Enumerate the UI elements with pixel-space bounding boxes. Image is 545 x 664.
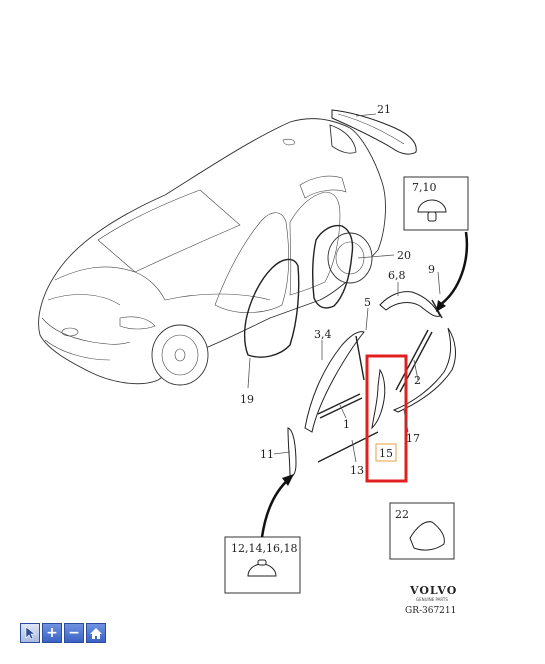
callout-11: 11: [260, 448, 274, 461]
callout-21: 21: [377, 103, 391, 116]
callout-22: 22: [395, 508, 409, 521]
door-strips: [287, 291, 456, 477]
callout-6-8: 6,8: [388, 269, 406, 282]
highlight-box: [365, 354, 408, 483]
clip-detail-7-10: [403, 176, 469, 312]
callout-7-10: 7,10: [412, 181, 437, 194]
callout-5: 5: [364, 296, 371, 309]
callout-2: 2: [414, 374, 421, 387]
brand-block: VOLVO GENUINE PARTS GR-367211: [405, 584, 457, 616]
callout-13: 13: [350, 464, 364, 477]
callout-15: 15: [379, 447, 393, 460]
volvo-logo-text: VOLVO: [409, 584, 457, 597]
callout-17: 17: [406, 432, 420, 445]
volvo-logo-subtext: GENUINE PARTS: [416, 597, 448, 602]
callout-3-4: 3,4: [314, 328, 332, 341]
callout-20: 20: [397, 249, 411, 262]
viewer-toolbar: + −: [20, 623, 106, 643]
roof-moulding-part: [331, 109, 417, 155]
rear-door-opening-seal: [311, 224, 354, 309]
drawing-number: GR-367211: [405, 606, 456, 616]
zoom-out-icon[interactable]: −: [64, 623, 84, 643]
car-illustration: [38, 118, 386, 386]
clip-detail-12-14-16-18: [224, 474, 301, 594]
select-pointer-icon[interactable]: [20, 623, 40, 643]
clip-detail-22: [389, 502, 455, 560]
home-icon[interactable]: [86, 623, 106, 643]
leader-lines: [247, 113, 441, 463]
zoom-in-icon[interactable]: +: [42, 623, 62, 643]
callout-12-14-16-18: 12,14,16,18: [231, 542, 297, 555]
callout-9: 9: [428, 263, 435, 276]
front-door-opening-seal: [243, 258, 300, 358]
callout-15-box: [375, 443, 397, 462]
callout-1: 1: [343, 418, 350, 431]
callout-19: 19: [240, 393, 254, 406]
callouts: 21 7,10 9 6,8 20 5 3,4 2 19 1 17 15 11 1…: [231, 103, 437, 555]
